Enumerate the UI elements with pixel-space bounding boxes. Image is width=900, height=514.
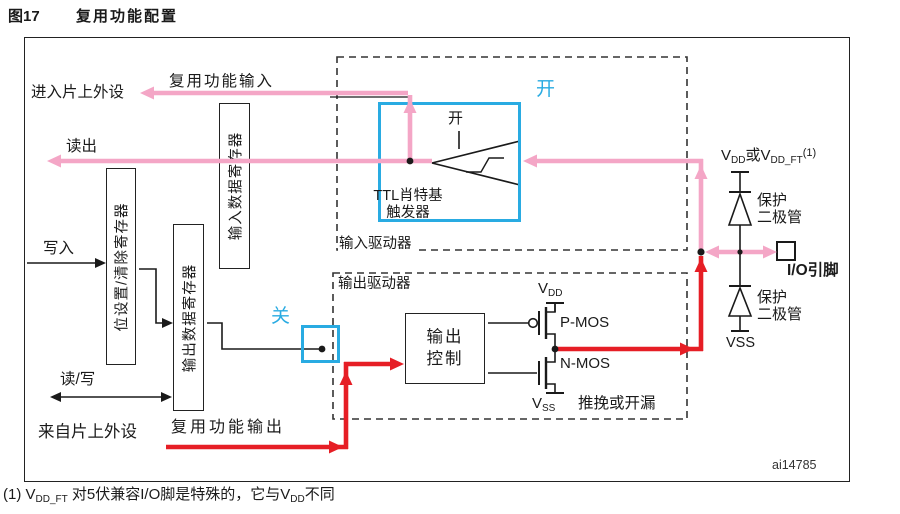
vss-label: VSS: [532, 395, 556, 414]
read-write-label: 读/写: [60, 371, 96, 388]
alternate-function-input-label: 复用功能输入: [169, 73, 275, 90]
read-label: 读出: [66, 138, 98, 155]
alternate-function-output-label: 复用功能输出: [171, 419, 286, 436]
to-onchip-peripheral-label: 进入片上外设: [31, 84, 125, 101]
output-data-register-box: 输出数据寄存器: [173, 224, 204, 411]
protection-diode-top-label: 保护 二极管: [757, 192, 803, 227]
protection-diode-bottom-label: 保护 二极管: [757, 289, 803, 324]
input-driver-label: 输入驱动器: [338, 236, 415, 253]
input-data-register-box: 输入数据寄存器: [219, 103, 250, 269]
figure-title: 复用功能配置: [76, 8, 179, 25]
watermark: ai14785: [772, 458, 817, 472]
switch-highlight-box: [301, 325, 340, 363]
output-control-box: 输出 控制: [405, 313, 485, 384]
bit-set-clear-register-box: 位设置/清除寄存器: [106, 168, 136, 365]
output-control-line2: 控制: [426, 349, 464, 368]
trigger-on-label: 开: [448, 110, 464, 127]
pmos-label: P-MOS: [560, 314, 610, 331]
input-data-register-label: 输入数据寄存器: [228, 131, 244, 241]
output-off-state-label: 关: [271, 306, 291, 327]
output-control-line1: 输出: [426, 328, 464, 347]
input-on-state-label: 开: [536, 79, 556, 100]
vdd-rail-label: VDD或VDD_FT(1): [721, 147, 817, 166]
nmos-label: N-MOS: [560, 355, 610, 372]
io-pin-label: I/O引脚: [787, 262, 839, 279]
diagram-frame: [24, 37, 850, 482]
from-onchip-peripheral-label: 来自片上外设: [38, 423, 137, 441]
schmitt-trigger-label: TTL肖特基 触发器: [373, 188, 443, 221]
write-label: 写入: [43, 240, 75, 257]
vdd-label: VDD: [538, 280, 563, 299]
figure-tag: 图17: [8, 8, 40, 25]
output-data-register-label: 输出数据寄存器: [182, 263, 198, 372]
footnote: (1) VDD_FT 对5伏兼容I/O脚是特殊的，它与VDD不同: [3, 486, 335, 505]
bit-set-clear-register-label: 位设置/清除寄存器: [114, 201, 131, 332]
vss-rail-label: VSS: [726, 335, 756, 351]
push-pull-open-drain-label: 推挽或开漏: [578, 395, 656, 412]
output-driver-label: 输出驱动器: [338, 276, 411, 292]
